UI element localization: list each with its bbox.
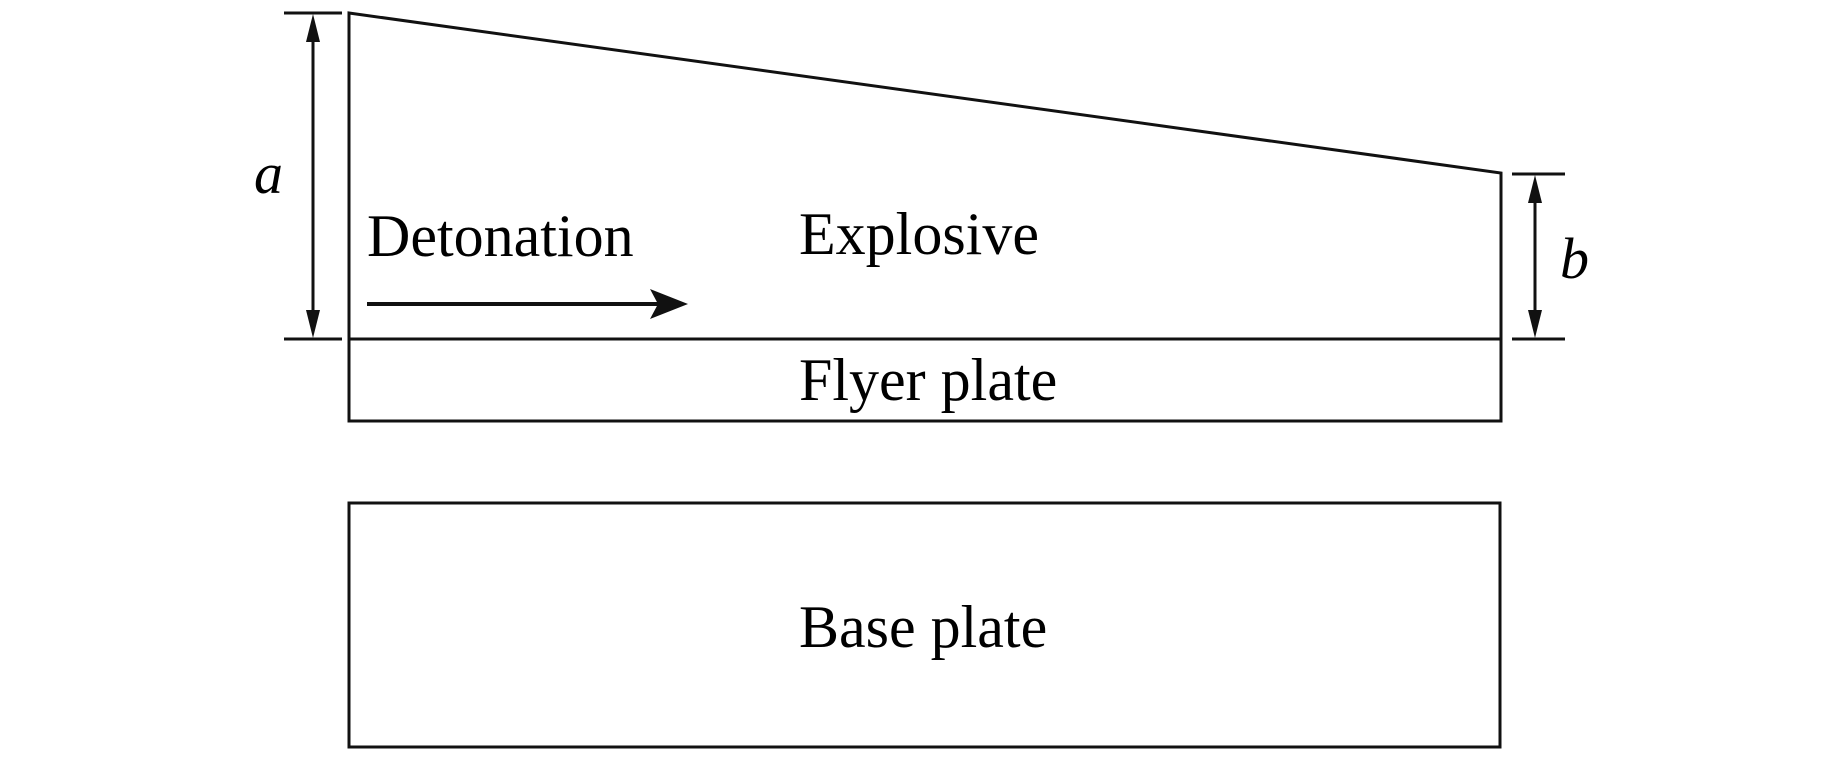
dimension-a: a: [254, 11, 342, 341]
detonation-arrowhead-icon: [650, 289, 688, 319]
detonation-indicator: Detonation: [367, 203, 688, 319]
explosive-charge-outline: [347, 11, 1503, 341]
flyer-plate-label: Flyer plate: [799, 347, 1057, 413]
base-plate-outline: [347, 501, 1502, 749]
dimension-a-top-arrow-icon: [306, 14, 320, 42]
explosive-label: Explosive: [799, 201, 1039, 267]
dimension-b-bottom-arrow-icon: [1528, 310, 1542, 338]
detonation-label: Detonation: [367, 203, 634, 269]
dimension-b-top-arrow-icon: [1528, 175, 1542, 203]
dimension-a-bottom-arrow-icon: [306, 310, 320, 338]
dimension-a-label: a: [254, 141, 283, 206]
flyer-plate-outline: [347, 337, 1503, 423]
base-plate-label: Base plate: [799, 594, 1047, 660]
dimension-b: b: [1512, 172, 1589, 341]
dimension-b-label: b: [1560, 226, 1589, 291]
